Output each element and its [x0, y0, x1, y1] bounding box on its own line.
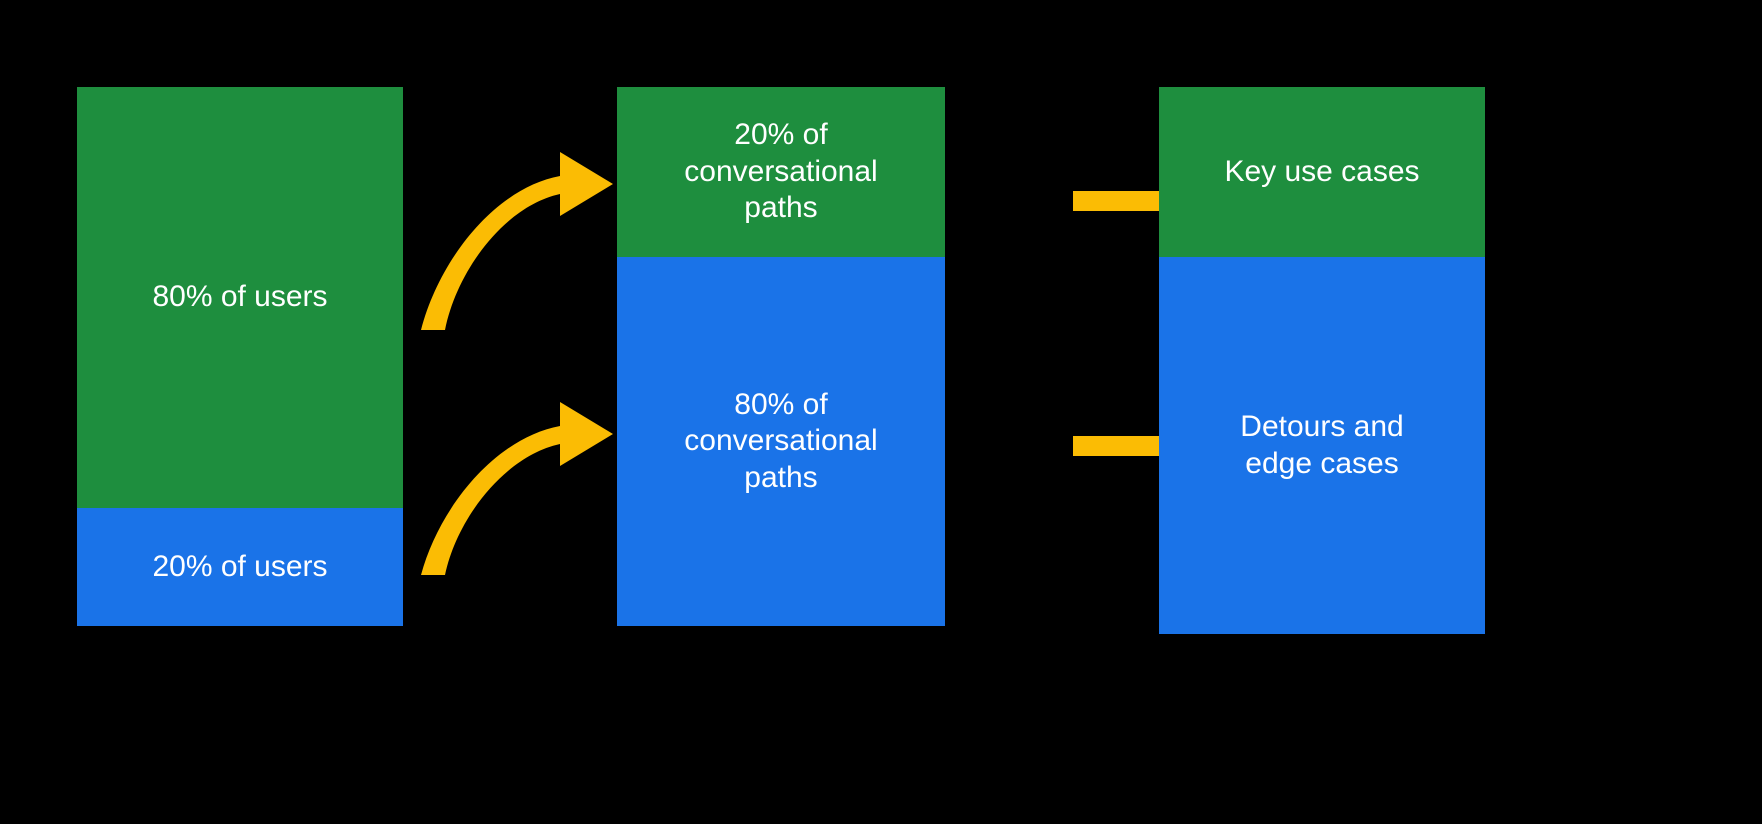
use-cases-stack: Key use cases Detours and edge cases — [1159, 87, 1485, 634]
segment-detours-edge-cases: Detours and edge cases — [1159, 257, 1485, 634]
users-stack: 80% of users 20% of users — [77, 87, 403, 626]
segment-paths-majority-label: 80% of conversational paths — [684, 387, 878, 494]
curved-arrow-users-majority-to-paths-minority — [421, 152, 613, 330]
segment-users-minority-label: 20% of users — [152, 549, 328, 583]
segment-paths-minority: 20% of conversational paths — [617, 87, 945, 257]
curved-arrow-top-shape — [421, 152, 613, 330]
segment-users-majority: 80% of users — [77, 87, 403, 508]
segment-paths-minority-label: 20% of conversational paths — [684, 118, 878, 225]
segment-users-majority-label: 80% of users — [152, 280, 328, 314]
conversational-paths-stack: 20% of conversational paths 80% of conve… — [617, 87, 945, 626]
segment-key-use-cases: Key use cases — [1159, 87, 1485, 257]
segment-users-minority: 20% of users — [77, 508, 403, 626]
segment-detours-edge-cases-label: Detours and edge cases — [1240, 409, 1404, 480]
curved-arrow-bottom-shape — [421, 402, 613, 575]
curved-arrow-users-minority-to-paths-majority — [421, 402, 613, 575]
segment-key-use-cases-label: Key use cases — [1224, 154, 1420, 188]
segment-paths-majority: 80% of conversational paths — [617, 257, 945, 626]
